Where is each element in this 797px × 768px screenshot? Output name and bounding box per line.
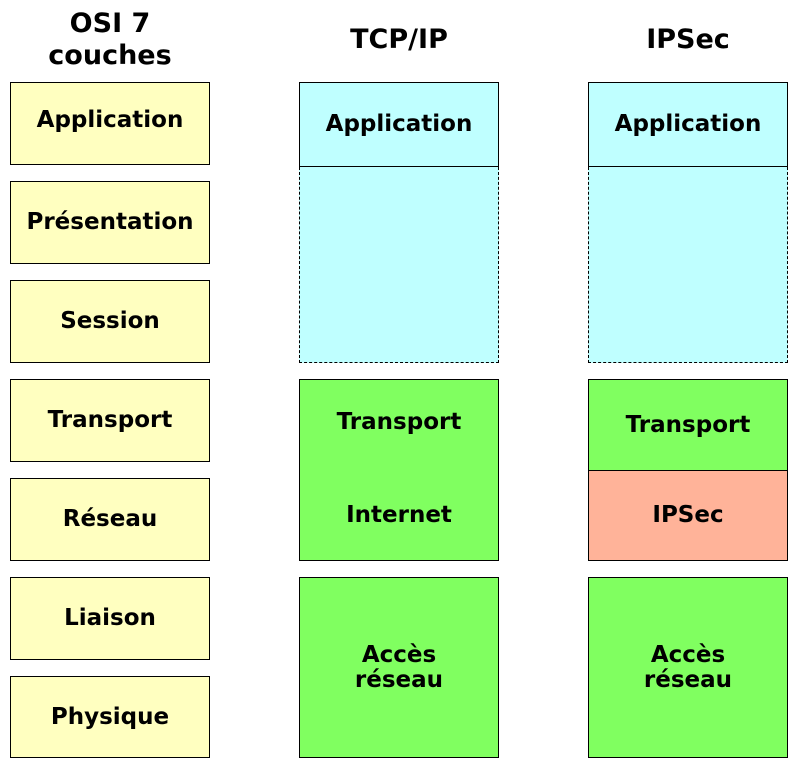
ipsec-transport-layer: Transport — [588, 379, 788, 471]
tcpip-network-access-label: Accès réseau — [354, 641, 444, 693]
tcpip-network-access-layer: Accès réseau — [299, 577, 499, 758]
osi-layer-label: Physique — [50, 703, 170, 730]
ipsec-security-layer: IPSec — [588, 470, 788, 561]
osi-layer-physical: Physique — [10, 676, 210, 758]
osi-layer-presentation: Présentation — [10, 181, 210, 264]
osi-layer-network: Réseau — [10, 478, 210, 561]
ipsec-security-label: IPSec — [652, 502, 724, 528]
osi-layer-session: Session — [10, 280, 210, 363]
tcpip-application-label: Application — [325, 111, 473, 137]
osi-layer-label: Présentation — [26, 209, 194, 235]
osi-layer-label: Session — [60, 308, 160, 334]
osi-layer-link: Liaison — [10, 577, 210, 660]
ipsec-application-layer: Application — [588, 82, 788, 167]
ipsec-application-label: Application — [614, 111, 762, 137]
osi-layer-label: Liaison — [64, 605, 156, 631]
tcpip-title: TCP/IP — [350, 24, 448, 55]
tcpip-application-extension — [299, 167, 499, 363]
osi-layer-label: Transport — [47, 407, 173, 433]
osi-layer-label: Application — [36, 107, 184, 133]
osi-title: OSI 7 couches — [48, 8, 172, 71]
osi-layer-transport: Transport — [10, 379, 210, 462]
ipsec-network-access-label: Accès réseau — [643, 641, 733, 693]
tcpip-internet-label: Internet — [346, 502, 452, 528]
ipsec-application-extension — [588, 167, 788, 363]
osi-layer-application: Application — [10, 82, 210, 165]
tcpip-transport-internet-block — [299, 379, 499, 561]
ipsec-title: IPSec — [646, 24, 730, 55]
tcpip-application-layer: Application — [299, 82, 499, 167]
ipsec-network-access-layer: Accès réseau — [588, 577, 788, 758]
osi-layer-label: Réseau — [62, 506, 158, 532]
tcpip-transport-label: Transport — [336, 409, 462, 435]
ipsec-transport-label: Transport — [625, 411, 751, 438]
